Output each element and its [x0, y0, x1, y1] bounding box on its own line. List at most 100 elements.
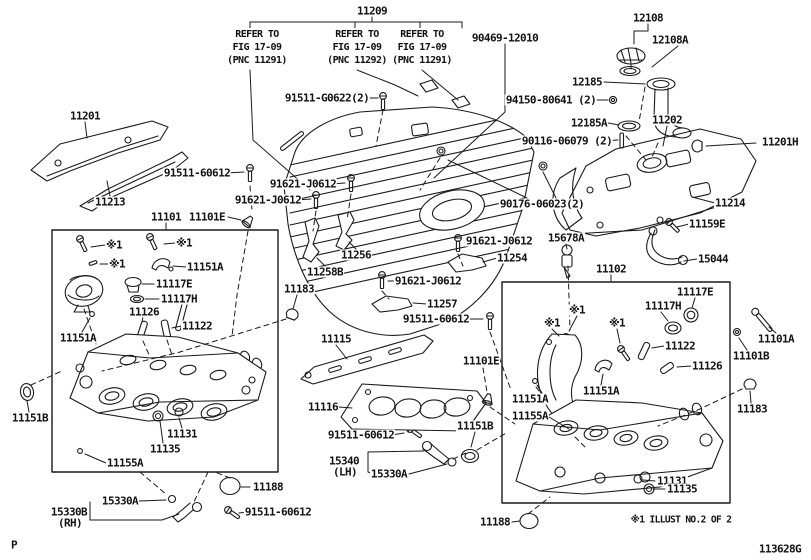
part-label-90176060232: 90176-06023(2) [498, 197, 586, 211]
part-label-1: ※1 [542, 316, 562, 330]
part-label-11117H: 11117H [643, 299, 683, 313]
part-label-11151B: 11151B [455, 419, 495, 433]
part-label-12185A: 12185A [569, 116, 609, 130]
part-label-RH: (RH) [56, 516, 84, 530]
right-head-sketch [515, 307, 724, 495]
part-label-11122: 11122 [180, 319, 214, 333]
part-label-12108: 12108 [631, 11, 665, 25]
oil-pipe-sketch [646, 226, 689, 266]
part-label-11155A: 11155A [105, 456, 145, 470]
fastener-sketches [222, 92, 548, 522]
part-label-11126: 11126 [127, 305, 161, 319]
refer-note-1: REFER TO FIG 17-09 (PNC 11291) [227, 28, 287, 67]
leader-lines [26, 16, 777, 523]
part-label-12108A: 12108A [650, 33, 690, 47]
refer-line: (PNC 11291) [392, 55, 452, 66]
part-label-11209: 11209 [355, 4, 389, 18]
part-label-11135: 11135 [148, 442, 182, 456]
part-label-11151A: 11151A [510, 392, 550, 406]
part-label-15340: 15340 [327, 454, 361, 468]
refer-line: FIG 17-09 [332, 42, 382, 53]
part-label-15044: 15044 [696, 252, 730, 266]
part-label-11101A: 11101A [756, 332, 796, 346]
part-label-11155A: 11155A [510, 409, 550, 423]
gasket-11115-sketch [300, 334, 434, 385]
part-label-1: ※1 [104, 238, 124, 252]
part-label-11258B: 11258B [305, 265, 345, 279]
seal-11151b-left [18, 381, 36, 403]
plug-11183-left [284, 306, 301, 322]
figure-code: 113628G [757, 542, 803, 556]
part-label-11101B: 11101B [731, 349, 771, 363]
part-label-11151A: 11151A [58, 331, 98, 345]
part-label-15330B: 15330B [49, 505, 89, 519]
illust-note: ※1 ILLUST NO.2 OF 2 [629, 514, 733, 526]
part-label-11151A: 11151A [581, 384, 621, 398]
part-label-15330A: 15330A [100, 494, 140, 508]
part-label-15330A: 15330A [369, 467, 409, 481]
part-label-11117E: 11117E [675, 285, 715, 299]
refer-line: REFER TO [335, 29, 379, 40]
right-valve-cover-sketch [552, 128, 757, 237]
part-label-11151A: 11151A [185, 260, 225, 274]
refer-note-3: REFER TO FIG 17-09 (PNC 11291) [392, 28, 452, 67]
part-label-9151160612: 91511-60612 [243, 505, 313, 519]
part-label-9151160612: 91511-60612 [326, 428, 396, 442]
part-label-11122: 11122 [663, 339, 697, 353]
part-label-94150806412: 94150-80641 (2) [504, 93, 598, 107]
part-label-90116060792: 90116-06079 (2) [520, 134, 614, 148]
sensor-15678a [561, 244, 573, 279]
part-label-11117H: 11117H [159, 292, 199, 306]
part-label-11214: 11214 [713, 196, 747, 210]
part-label-11135: 11135 [665, 482, 699, 496]
part-label-11201: 11201 [68, 109, 102, 123]
left-head-sketch [64, 231, 267, 454]
part-label-11101E: 11101E [461, 354, 501, 368]
part-label-11183: 11183 [282, 282, 316, 296]
dashed-lines [30, 63, 743, 515]
part-label-1: ※1 [107, 257, 127, 271]
part-label-1: ※1 [567, 303, 587, 317]
head-gasket-11116-sketch [340, 383, 487, 432]
part-label-11101: 11101 [149, 210, 183, 224]
page-marker: P [9, 538, 19, 552]
part-label-11159E: 11159E [687, 217, 727, 231]
head-bolt-11101a [751, 307, 773, 332]
right-head-box [501, 281, 731, 504]
refer-line: (PNC 11292) [327, 55, 387, 66]
part-label-91621J0612: 91621-J0612 [268, 177, 338, 191]
part-label-11202: 11202 [650, 113, 684, 127]
part-label-11256: 11256 [339, 248, 373, 262]
part-label-11116: 11116 [306, 400, 340, 414]
part-label-11183: 11183 [735, 402, 769, 416]
bracket-sketches [302, 79, 487, 313]
part-label-11131: 11131 [655, 474, 689, 488]
part-label-LH: (LH) [331, 465, 359, 479]
part-label-91621J0612: 91621-J0612 [464, 234, 534, 248]
refer-line: FIG 17-09 [232, 42, 282, 53]
refer-line: REFER TO [235, 29, 279, 40]
part-label-11126: 11126 [690, 359, 724, 373]
part-label-11254: 11254 [495, 251, 529, 265]
part-label-91621J0612: 91621-J0612 [393, 274, 463, 288]
part-label-9046912010: 90469-12010 [470, 31, 540, 45]
washer-11101b [732, 327, 742, 337]
left-head-box [51, 229, 279, 473]
part-label-11188: 11188 [251, 480, 285, 494]
part-label-11115: 11115 [319, 332, 353, 346]
part-label-11117E: 11117E [154, 277, 194, 291]
part-label-11257: 11257 [425, 297, 459, 311]
part-label-1: ※1 [174, 236, 194, 250]
part-label-1: ※1 [607, 316, 627, 330]
oil-filler-cap-sketch [608, 47, 692, 149]
part-label-11102: 11102 [594, 262, 628, 276]
plug-11101e-mid [481, 392, 495, 407]
part-label-11101E: 11101E [187, 210, 227, 224]
part-label-11201H: 11201H [760, 135, 800, 149]
part-label-15678A: 15678A [546, 231, 586, 245]
part-label-11213: 11213 [93, 195, 127, 209]
part-label-9151160612: 91511-60612 [162, 166, 232, 180]
refer-line: REFER TO [400, 29, 444, 40]
part-label-91621J0612: 91621-J0612 [233, 193, 303, 207]
